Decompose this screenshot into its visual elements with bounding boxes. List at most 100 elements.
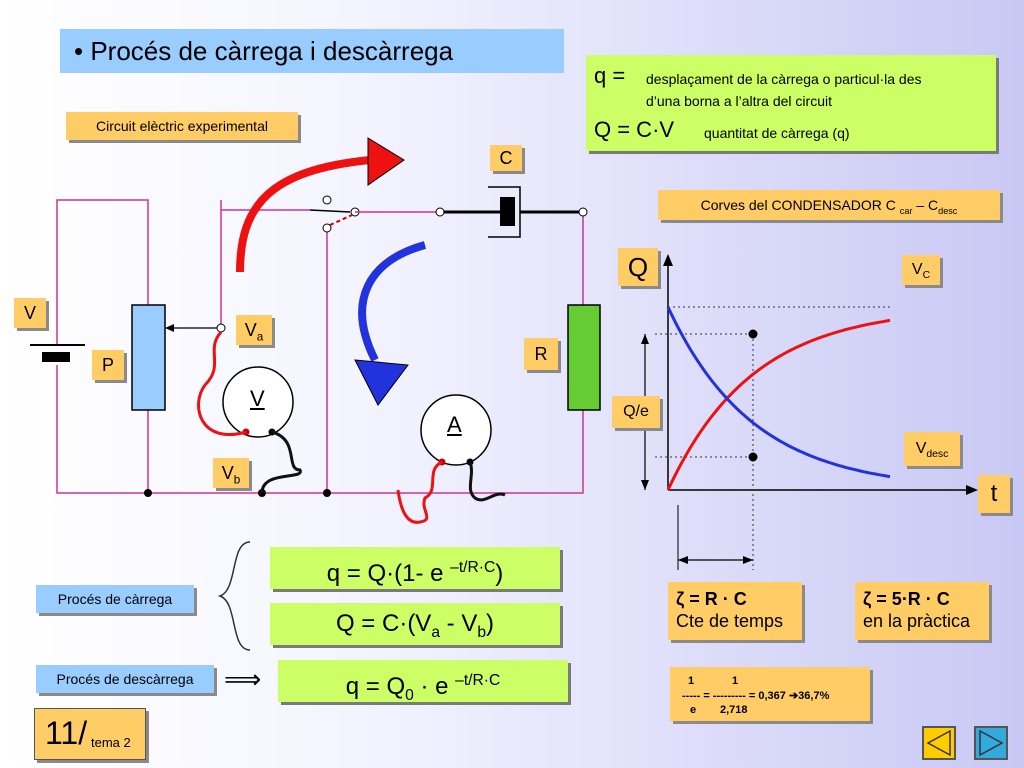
formula-qcv: Q = C·(Va - Vb): [270, 603, 560, 645]
label-vc: VC: [902, 255, 940, 285]
slide-title: • Procés de càrrega i descàrrega: [60, 29, 564, 73]
qcv-definition: quantitat de càrrega (q): [704, 125, 850, 141]
voltmeter-red-lead: [197, 331, 247, 436]
formula-discharge-mid: · e: [413, 673, 456, 700]
double-arrow-icon: ⟹: [224, 664, 262, 694]
ammeter-label: A: [447, 412, 462, 437]
label-C: C: [490, 145, 522, 171]
curves-label-sub-desc: desc: [938, 205, 958, 216]
ammeter-red-lead: [396, 460, 443, 524]
node-b3: [323, 489, 331, 497]
page-number-main: 11/: [45, 715, 88, 751]
formula-qcv-sub-a: a: [431, 623, 440, 641]
tau-practice-caption: en la pràctica: [863, 611, 971, 631]
axis-label-t: t: [978, 475, 1010, 513]
formula-qcv-sub-b: b: [477, 623, 487, 641]
battery-short-plate: [42, 352, 70, 362]
charge-arrow-head: [367, 137, 405, 186]
cap-node-left: [435, 207, 445, 217]
label-charge-process: Procés de càrrega: [36, 585, 194, 613]
label-vdesc-text: V: [915, 440, 927, 457]
label-P: P: [92, 350, 124, 380]
formula-discharge: q = Q0 · e –t/R·C: [278, 660, 568, 704]
formula-charge-exp: –t/R·C: [450, 559, 496, 576]
switch-blade: [309, 209, 351, 213]
formula-charge: q = Q·(1- e –t/R·C): [270, 547, 560, 589]
curves-label-sub-car: car: [899, 205, 913, 216]
resistor: [567, 304, 601, 411]
formula-discharge-sub: 0: [405, 686, 414, 704]
x-axis-arrow: [966, 485, 978, 495]
definition-box: q = desplaçament de la càrrega o particu…: [586, 55, 996, 151]
vc-tau-point: [748, 329, 758, 339]
formula-qcv-post: ): [486, 610, 495, 637]
vdesc-tau-point: [748, 452, 758, 462]
switch-node-top: [322, 195, 332, 205]
triangle-left-icon: [926, 729, 951, 757]
curves-label-c: C: [928, 197, 939, 213]
fraction-num2: 1: [732, 675, 739, 687]
node-b1: [144, 489, 152, 497]
y-axis-arrow: [663, 254, 673, 266]
wire-left-top: [56, 199, 149, 345]
formula-discharge-pre: q = Q: [345, 673, 406, 700]
switch-blade-alt: [329, 214, 353, 226]
curves-label: Corves del CONDENSADOR C car – Cdesc: [658, 190, 1000, 220]
axis-label-Q: Q: [618, 248, 658, 286]
fraction-box: 1 1 ----- = --------- = 0,367 ➔36,7% e 2…: [670, 667, 870, 721]
tau-box: ζ = R · C Cte de temps: [668, 582, 802, 640]
label-vc-text: V: [911, 261, 923, 278]
label-vdesc-sub: desc: [926, 449, 949, 461]
voltmeter: [222, 366, 294, 438]
label-q-over-e: Q/e: [612, 396, 660, 428]
prev-slide-button[interactable]: [922, 726, 956, 760]
fraction-row: ----- = --------- = 0,367 ➔36,7%: [682, 690, 830, 702]
switch-node-bottom: [322, 223, 332, 233]
brace-icon: [217, 541, 251, 651]
q-symbol: q =: [594, 63, 626, 88]
formula-discharge-exp: –t/R·C: [455, 672, 501, 689]
page-number-sub: tema 2: [91, 735, 131, 750]
charge-arrow: [236, 156, 371, 273]
formula-qcv-pre: Q = C·(V: [335, 610, 432, 637]
ammeter: [420, 394, 492, 466]
formula-charge-post: ): [495, 560, 504, 587]
fraction-num1: 1: [688, 675, 695, 687]
voltmeter-black-lead: [260, 430, 302, 494]
q-definition-cont: d’una borna a l’altra del circuit: [646, 93, 832, 109]
tau-practice-formula: ζ = 5·R · C: [863, 589, 950, 609]
next-slide-button[interactable]: [974, 726, 1008, 760]
label-R: R: [524, 338, 558, 370]
tau-caption: Cte de temps: [676, 611, 784, 631]
label-Va-text: V: [244, 320, 257, 340]
formula-charge-pre: q = Q·(1- e: [326, 560, 451, 587]
label-discharge-process: Procés de descàrrega: [36, 665, 214, 693]
triangle-right-icon: [979, 729, 1004, 757]
vc-curve: [666, 318, 891, 491]
potentiometer: [131, 304, 166, 411]
page-number: 11/ tema 2: [34, 708, 146, 760]
label-vc-sub: C: [922, 270, 931, 282]
node-va: [216, 323, 226, 333]
discharge-arrow-head: [354, 359, 409, 406]
discharge-arrow: [358, 241, 427, 362]
tau-formula: ζ = R · C: [676, 589, 747, 609]
tau-practice-box: ζ = 5·R · C en la pràctica: [855, 582, 989, 640]
label-Va: Va: [236, 315, 272, 345]
label-Vb-text: V: [221, 463, 234, 483]
curves-label-dash: –: [916, 197, 925, 213]
label-Va-sub: a: [256, 330, 264, 344]
wiper-arrow: [165, 324, 174, 332]
capacitor-plate-left: [500, 197, 515, 226]
vdesc-curve: [666, 306, 891, 479]
fraction-den2: 2,718: [720, 704, 748, 716]
fraction-den1: e: [690, 704, 697, 716]
label-Vb-sub: b: [233, 473, 241, 487]
qcv-symbol: Q = C·V: [594, 117, 675, 142]
wire-bottom: [56, 365, 584, 494]
cap-node-right: [578, 207, 588, 217]
label-Vb: Vb: [213, 458, 249, 488]
curves-label-text: Corves del CONDENSADOR C: [700, 197, 896, 213]
circuit-label: Circuit elèctric experimental: [66, 112, 298, 140]
